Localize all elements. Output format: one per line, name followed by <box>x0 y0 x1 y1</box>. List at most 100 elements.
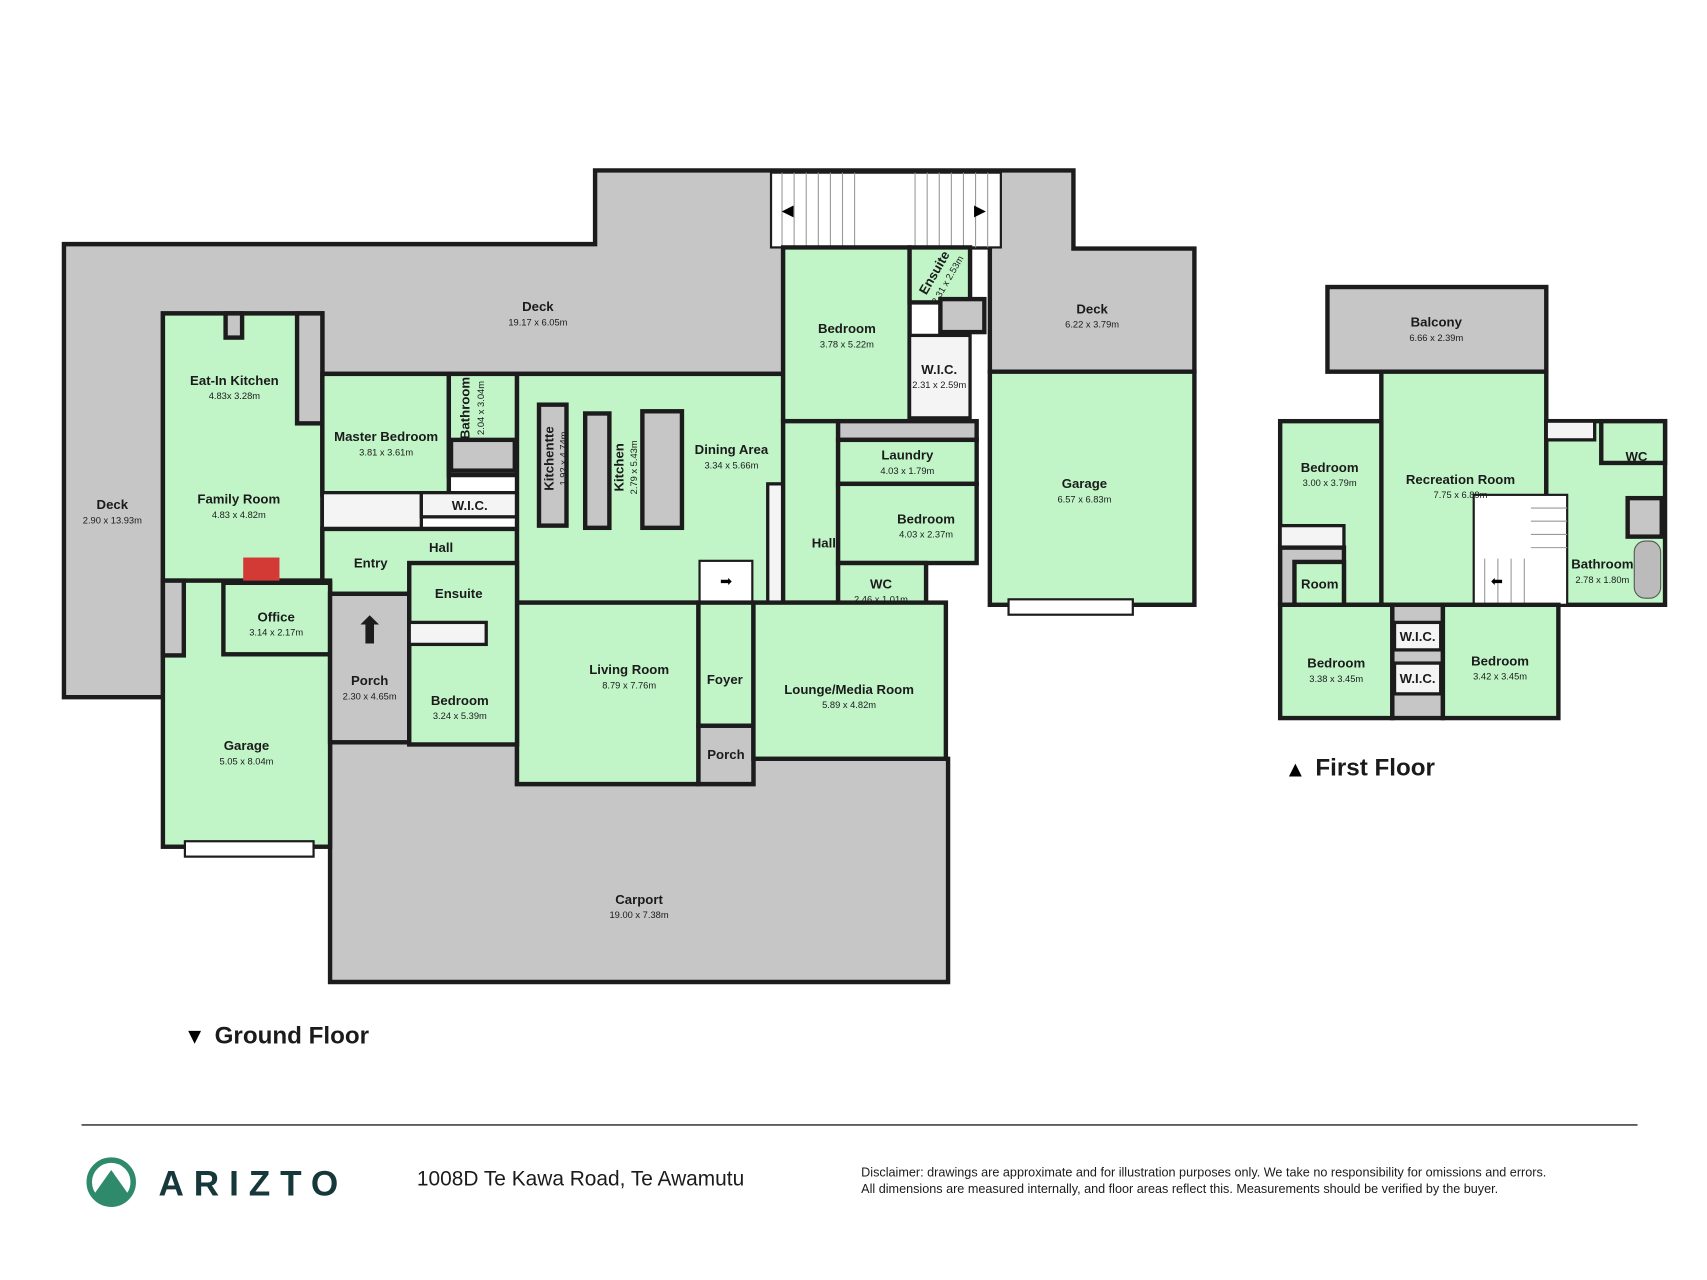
room-name: Living Room <box>589 662 669 677</box>
room-dims: 2.31 x 2.59m <box>912 380 966 390</box>
stairs <box>698 559 754 604</box>
room-dims: 2.79 x 5.43m <box>629 440 639 494</box>
room-dims: 2.78 x 1.80m <box>1575 575 1629 585</box>
stair-treads <box>1484 507 1568 605</box>
room <box>1292 559 1347 608</box>
property-address: 1008D Te Kawa Road, Te Awamutu <box>417 1167 744 1190</box>
room-name: Bedroom <box>818 321 876 336</box>
room-dims: 7.75 x 6.89m <box>1434 490 1488 500</box>
room-dims: 3.38 x 3.45m <box>1309 674 1363 684</box>
room-name: Hall <box>812 536 836 551</box>
room-name: Bedroom <box>1301 460 1359 475</box>
room-name: W.I.C. <box>1400 629 1436 644</box>
room-dims: 2.30 x 4.65m <box>343 691 397 701</box>
kitchenette-bench <box>536 402 569 528</box>
room-name: W.I.C. <box>1400 671 1436 686</box>
wic <box>419 490 519 519</box>
fireplace <box>243 557 280 581</box>
garage-bench <box>160 578 187 658</box>
room-name: Bathroom <box>458 377 473 439</box>
pantry <box>223 311 245 340</box>
ground-floor-title: Ground Floor <box>215 1023 370 1050</box>
garage-door <box>1007 598 1134 616</box>
bedroom-lower <box>407 560 520 747</box>
foyer <box>696 600 756 728</box>
room-name: Porch <box>707 747 744 762</box>
room-name: Porch <box>351 673 388 688</box>
room-name: Bedroom <box>1307 655 1365 670</box>
kitchen-island <box>640 409 685 531</box>
room-name: Master Bedroom <box>334 429 438 444</box>
triangle-up-icon: ▲ <box>1285 756 1307 781</box>
bedroom-ff-right <box>1440 602 1561 721</box>
room-dims: 19.17 x 6.05m <box>508 317 567 327</box>
arrow-right-icon: ▶ <box>974 203 986 220</box>
disclaimer-line: All dimensions are measured internally, … <box>861 1182 1498 1196</box>
first-floor-plan: ⬅ Balcony 6.66 x 2.39m Bedroom 3.00 x 3.… <box>1277 284 1668 781</box>
room-name: Kitchentte <box>541 426 556 490</box>
room-name: Recreation Room <box>1406 472 1515 487</box>
shower <box>1625 495 1664 539</box>
room-name: Deck <box>97 497 129 512</box>
room-labels: Deck 19.17 x 6.05m Deck 2.90 x 13.93m De… <box>83 248 1120 920</box>
wardrobe <box>320 490 423 531</box>
kitchen-bench <box>294 311 325 426</box>
room-dims: 4.03 x 2.37m <box>899 530 953 540</box>
room-name: Eat-In Kitchen <box>190 373 279 388</box>
arrow-right-icon: ➡ <box>720 574 732 590</box>
room-name: Office <box>257 609 294 624</box>
room-dims: 3.00 x 3.79m <box>1303 478 1357 488</box>
stair-treads <box>781 172 989 248</box>
lounge <box>751 600 949 761</box>
garage-door <box>183 840 315 858</box>
bathtub <box>1633 540 1662 599</box>
wardrobe <box>407 620 488 647</box>
balcony <box>1325 284 1549 374</box>
room-name: Garage <box>1062 476 1107 491</box>
room-name: Family Room <box>197 492 280 507</box>
room-dims: 6.57 x 6.83m <box>1057 495 1111 505</box>
porch <box>327 591 412 745</box>
room-name: Kitchen <box>612 443 627 491</box>
room-name: Hall <box>429 540 453 555</box>
room-name: WC <box>870 576 892 591</box>
shower <box>448 437 518 473</box>
room-name: Garage <box>224 738 269 753</box>
room-name: Room <box>1301 576 1338 591</box>
room-name: WC <box>1625 449 1647 464</box>
room-dims: 8.79 x 7.76m <box>602 680 656 690</box>
wc-ff <box>1599 418 1668 466</box>
room-dims: 6.66 x 2.39m <box>1409 333 1463 343</box>
room-name: W.I.C. <box>921 362 957 377</box>
footer: ARIZTO 1008D Te Kawa Road, Te Awamutu Di… <box>86 1157 1546 1207</box>
room-dims: 4.83x 3.28m <box>209 391 261 401</box>
room-dims: 4.03 x 1.79m <box>880 466 934 476</box>
room-dims: 3.34 x 5.66m <box>704 460 758 470</box>
room-dims: 6.22 x 3.79m <box>1065 320 1119 330</box>
laundry-bench <box>835 418 979 443</box>
wic-closet <box>907 333 972 420</box>
room-name: Bedroom <box>897 511 955 526</box>
entry-arrow-icon: ⬆ <box>354 609 385 651</box>
laundry <box>835 437 979 487</box>
room-dims: 2.46 x 1.01m <box>854 595 908 605</box>
room-dims: 4.83 x 4.82m <box>212 510 266 520</box>
room-dims: 3.81 x 3.61m <box>359 447 413 457</box>
stairs <box>1472 493 1569 606</box>
room-dims: 2.90 x 13.93m <box>83 515 142 525</box>
room-name: Dining Area <box>695 442 769 457</box>
room-name: Deck <box>1076 301 1108 316</box>
room-labels: Balcony 6.66 x 2.39m Bedroom 3.00 x 3.79… <box>1301 315 1648 686</box>
shower <box>938 296 987 335</box>
room-name: Laundry <box>881 448 934 463</box>
garage-right <box>987 369 1197 608</box>
room-dims: 1.92 x 4.74m <box>558 431 568 485</box>
room-dims: 5.89 x 4.82m <box>822 700 876 710</box>
master-bedroom <box>320 371 452 498</box>
room-name: Ensuite <box>435 586 483 601</box>
room-dims: 3.78 x 5.22m <box>820 339 874 349</box>
hall-column <box>780 418 841 605</box>
ground-floor-plan: ◀ ▶ ➡ <box>61 168 1197 1050</box>
first-floor-title: First Floor <box>1315 754 1435 781</box>
wc <box>835 560 929 606</box>
